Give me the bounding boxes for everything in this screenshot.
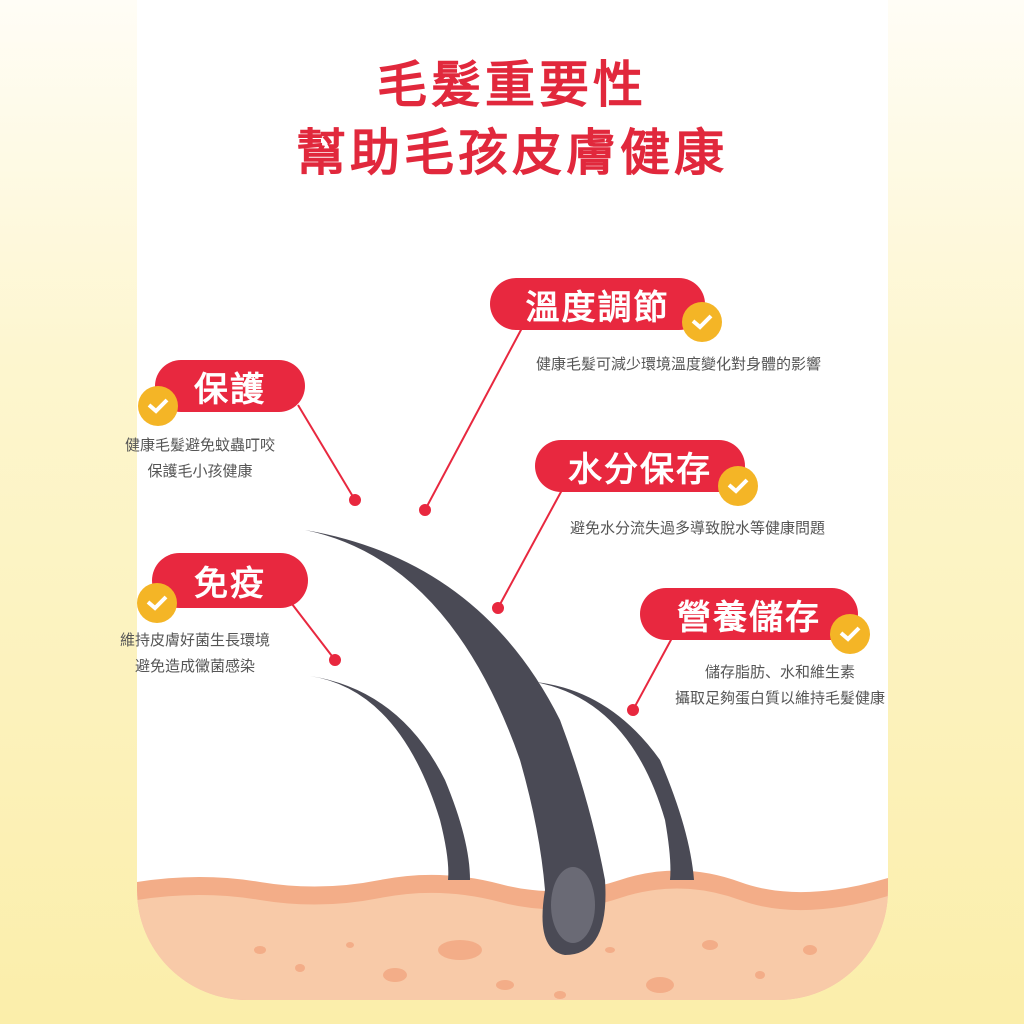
pill-temperature: 溫度調節 [490,278,705,330]
title-line-2: 幫助毛孩皮膚健康 [296,124,728,182]
skin-inner [137,888,888,1000]
check-icon [137,583,177,623]
pill-moisture: 水分保存 [535,440,745,492]
hair-bulb [551,867,595,943]
connector-lines [291,327,673,716]
desc-line: 儲存脂肪、水和維生素 [704,663,855,681]
hair-left [310,676,470,880]
check-icon [138,386,178,426]
desc-moisture: 避免水分流失過多導致脫水等健康問題 [570,519,826,537]
desc-nutrition: 儲存脂肪、水和維生素攝取足夠蛋白質以維持毛髮健康 [630,659,930,711]
pill-protection: 保護 [155,360,305,412]
hair-right [535,682,694,880]
desc-immunity: 維持皮膚好菌生長環境避免造成黴菌感染 [95,627,295,679]
pill-nutrition: 營養儲存 [640,588,858,640]
skin-dots [254,940,817,999]
title-line-1: 毛髮重要性 [377,56,647,114]
desc-line: 攝取足夠蛋白質以維持毛髮健康 [674,689,885,707]
content-card [137,0,888,1000]
desc-protection: 健康毛髮避免蚊蟲叮咬保護毛小孩健康 [100,432,300,484]
pill-immunity: 免疫 [152,553,308,608]
desc-line: 健康毛髮避免蚊蟲叮咬 [124,436,275,454]
desc-line: 維持皮膚好菌生長環境 [119,631,270,649]
desc-line: 避免造成黴菌感染 [134,657,255,675]
check-icon [682,302,722,342]
check-icon [718,466,758,506]
desc-line: 保護毛小孩健康 [147,462,253,480]
check-icon [830,614,870,654]
desc-temperature: 健康毛髮可減少環境溫度變化對身體的影響 [536,355,822,373]
